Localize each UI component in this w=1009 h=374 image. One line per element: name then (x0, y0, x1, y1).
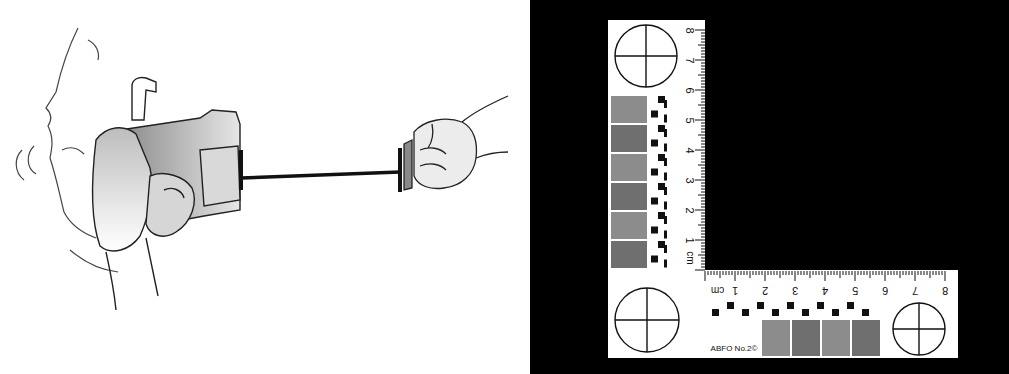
hand-sketch (404, 96, 508, 190)
ruler-number: 8 (942, 285, 948, 296)
ruler-number: 3 (792, 285, 798, 296)
ruler-number: 4 (684, 147, 695, 153)
ruler-number: 5 (684, 117, 695, 123)
unit-label: cm (685, 251, 695, 264)
checker-bar (651, 96, 869, 316)
distance-bar (241, 148, 400, 192)
grey-blocks (611, 96, 880, 356)
ruler-ticks (695, 30, 945, 281)
camera-sketch (93, 77, 240, 310)
ruler-number: 8 (684, 27, 695, 33)
ruler-number: 5 (852, 285, 858, 296)
target-circle (615, 25, 945, 355)
photo-background (530, 0, 1009, 374)
ruler-number: 7 (684, 57, 695, 63)
ruler-number: 2 (762, 285, 768, 296)
ruler-number: 2 (684, 207, 695, 213)
ruler-number: 6 (684, 87, 695, 93)
ruler-number: 1 (732, 285, 738, 296)
scale-name: ABFO No.2© (711, 345, 758, 353)
ruler-number: 6 (882, 285, 888, 296)
ruler-number: 4 (822, 285, 828, 296)
ruler-number: 1 (684, 237, 695, 243)
unit-label: cm (711, 285, 724, 295)
ruler-number: 7 (912, 285, 918, 296)
abfo-scale (608, 20, 958, 358)
ruler-number: 3 (684, 177, 695, 183)
